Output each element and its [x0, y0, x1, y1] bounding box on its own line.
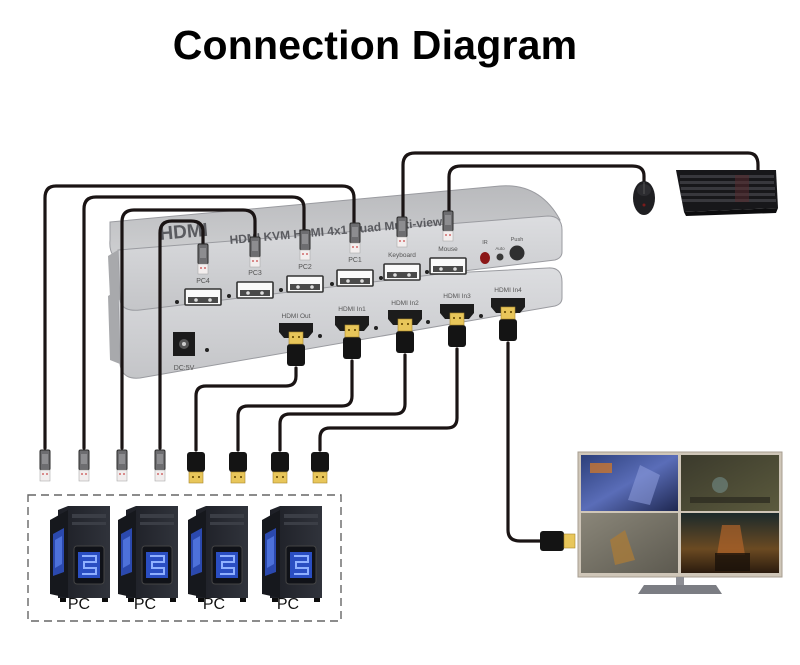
usb-cable-pc4 — [158, 219, 205, 450]
hdmi-port-label-in4: HDMI In4 — [494, 287, 522, 294]
hdmi-plug-1 — [186, 451, 206, 484]
hdmi-plug-3 — [270, 451, 290, 484]
keyboard-icon — [676, 170, 778, 216]
pc-tower-icon — [187, 505, 249, 603]
pc-label: PC — [134, 596, 156, 613]
usb-plug-1 — [39, 449, 51, 482]
pc-1[interactable]: PC — [49, 505, 111, 613]
monitor-icon — [577, 451, 783, 594]
usb-port-label-pc3: PC3 — [248, 270, 262, 277]
hdmi-plug-4 — [310, 451, 330, 484]
hdmi-port-in4[interactable]: HDMI In4 — [491, 287, 525, 313]
hdmi-cables — [194, 341, 544, 543]
pc-3[interactable]: PC — [187, 505, 249, 613]
monitor-quadrant-3 — [581, 513, 678, 573]
pc-tower-icon — [49, 505, 111, 603]
hdmi-ports: HDMI Out HDMI In1 HDMI In2 HDMI In3 HDMI… — [279, 287, 525, 338]
hdmi-port-label-in1: HDMI In1 — [338, 306, 366, 313]
pc-label: PC — [68, 596, 90, 613]
pc-group-border — [27, 494, 342, 622]
device-controls: IR Auto Push — [480, 237, 525, 264]
pc-4[interactable]: PC — [261, 505, 323, 613]
hdmi-cable-in1 — [236, 359, 354, 452]
hdmi-plug-2 — [228, 451, 248, 484]
pc-tower-icon — [117, 505, 179, 603]
pc-tower-icon — [261, 505, 323, 603]
push-label: Push — [511, 237, 524, 243]
hdmi-port-in3[interactable]: HDMI In3 — [440, 293, 483, 319]
usb-ports: PC4 PC3 PC2 PC1 Keyboard Mouse — [175, 246, 467, 306]
page-title: Connection Diagram — [172, 22, 578, 68]
usb-plug-2 — [78, 449, 90, 482]
hdmi-port-in1[interactable]: HDMI In1 — [335, 306, 378, 331]
usb-cable-pc1 — [43, 184, 356, 450]
hdmi-cable-in3 — [318, 347, 459, 452]
hdmi-cable-out-to-pc — [194, 366, 298, 452]
usb-plug-4 — [154, 449, 166, 482]
usb-port-pc3[interactable]: PC3 — [227, 270, 274, 299]
keyboard-cable — [401, 151, 760, 230]
usb-port-label-mouse: Mouse — [438, 246, 458, 253]
push-button[interactable] — [509, 245, 525, 261]
monitor-hdmi-plug — [540, 531, 576, 551]
power-jack[interactable]: DC:5V — [173, 332, 209, 372]
power-label: DC:5V — [174, 365, 195, 372]
hdmi-port-out[interactable]: HDMI Out — [279, 313, 322, 338]
pc-label: PC — [203, 596, 225, 613]
ir-sensor — [480, 252, 490, 264]
usb-port-pc1[interactable]: PC1 — [330, 257, 374, 287]
pc-2[interactable]: PC — [117, 505, 179, 613]
usb-port-label-pc1: PC1 — [348, 257, 362, 264]
mouse-icon — [633, 181, 655, 215]
usb-port-pc2[interactable]: PC2 — [279, 264, 324, 293]
pc-label: PC — [277, 596, 299, 613]
auto-label: Auto — [495, 246, 505, 251]
hdmi-port-label-out: HDMI Out — [282, 313, 311, 320]
hdmi-port-label-in2: HDMI In2 — [391, 300, 419, 307]
usb-port-pc4[interactable]: PC4 — [175, 278, 222, 306]
mouse-cable — [447, 164, 646, 224]
usb-plug-3 — [116, 449, 128, 482]
usb-port-label-keyboard: Keyboard — [388, 252, 416, 259]
ir-label: IR — [482, 240, 488, 246]
usb-port-keyboard[interactable]: Keyboard — [379, 252, 421, 281]
pc-side-plugs — [39, 449, 330, 484]
hdmi-port-label-in3: HDMI In3 — [443, 293, 471, 300]
usb-port-label-pc2: PC2 — [298, 264, 312, 271]
auto-led — [496, 253, 504, 261]
hdmi-cable-in4-to-monitor — [506, 341, 544, 543]
usb-port-mouse[interactable]: Mouse — [425, 246, 467, 275]
usb-cable-pc3 — [120, 208, 257, 450]
usb-cables — [43, 151, 760, 450]
usb-cable-pc2 — [82, 195, 306, 450]
hdmi-port-in2[interactable]: HDMI In2 — [388, 300, 430, 325]
hdmi-cable-in2 — [278, 353, 407, 452]
usb-port-label-pc4: PC4 — [196, 278, 210, 285]
